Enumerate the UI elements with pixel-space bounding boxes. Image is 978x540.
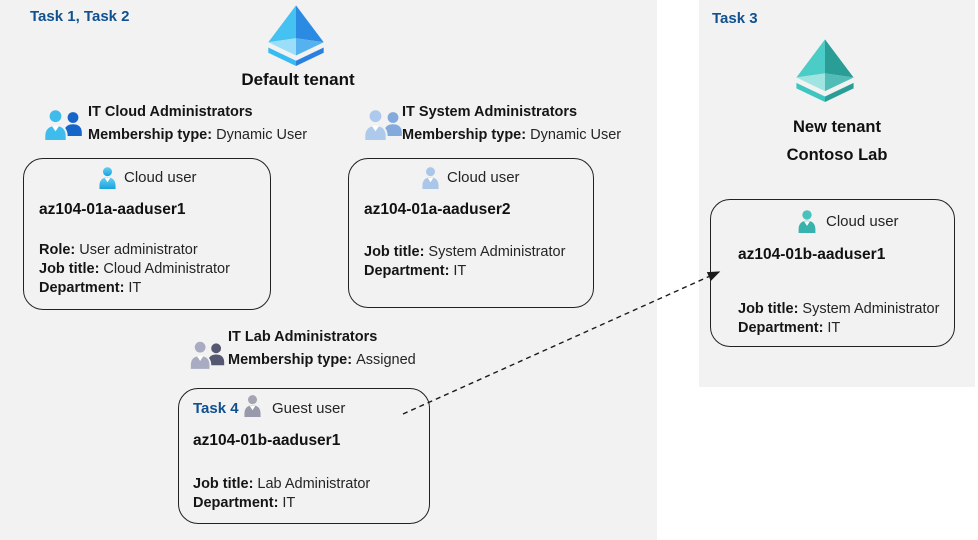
- user-dept-line: Department:IT: [39, 279, 230, 298]
- azure-ad-pyramid-icon: [260, 4, 332, 66]
- cloud-user-icon: [419, 165, 442, 191]
- role-label: Role:: [39, 242, 76, 258]
- membership-type-label: Membership type:: [88, 127, 213, 143]
- user-name: az104-01a-aaduser2: [364, 201, 511, 218]
- job-title-label: Job title:: [39, 261, 100, 277]
- membership-type-value: Dynamic User: [216, 127, 308, 143]
- job-title-value: System Administrator: [428, 244, 566, 260]
- membership-type-label: Membership type:: [228, 352, 353, 368]
- user-dept-line: Department:IT: [193, 494, 370, 513]
- membership-type-label: Membership type:: [402, 127, 527, 143]
- department-label: Department:: [39, 280, 125, 296]
- user-job-line: Job title:System Administrator: [738, 300, 939, 319]
- membership-type-value: Dynamic User: [530, 127, 622, 143]
- user-dept-line: Department:IT: [738, 319, 939, 338]
- user-job-line: Job title:System Administrator: [364, 243, 565, 262]
- group-system-admins-title: IT System Administrators: [402, 104, 578, 120]
- group-cloud-admins-title: IT Cloud Administrators: [88, 104, 253, 120]
- user-type-label: Cloud user: [447, 169, 520, 186]
- default-tenant-panel: [0, 0, 657, 540]
- user-type-label: Cloud user: [124, 169, 197, 186]
- cloud-user-icon: [96, 165, 119, 191]
- task-4-label: Task 4: [193, 400, 239, 417]
- azure-ad-pyramid-icon-teal: [789, 38, 861, 102]
- user-card-aaduser2: Cloud user az104-01a-aaduser2 Job title:…: [348, 158, 594, 308]
- user-job-line: Job title:Cloud Administrator: [39, 260, 230, 279]
- membership-type-value: Assigned: [356, 352, 416, 368]
- task-1-2-label: Task 1, Task 2: [30, 8, 130, 25]
- department-value: IT: [282, 495, 296, 511]
- guest-user-icon: [241, 393, 264, 419]
- job-title-value: System Administrator: [802, 301, 940, 317]
- job-title-label: Job title:: [738, 301, 799, 317]
- user-dept-line: Department:IT: [364, 262, 565, 281]
- user-job-line: Job title:Lab Administrator: [193, 475, 370, 494]
- new-tenant-title-line2: Contoso Lab: [786, 146, 888, 164]
- job-title-label: Job title:: [193, 476, 254, 492]
- department-value: IT: [453, 263, 467, 279]
- group-cloud-admins-icon: [40, 106, 86, 148]
- user-card-aaduser1: Cloud user az104-01a-aaduser1 Role:User …: [23, 158, 271, 310]
- department-value: IT: [827, 320, 841, 336]
- user-type-label: Cloud user: [826, 213, 899, 230]
- user-name: az104-01b-aaduser1: [738, 246, 886, 263]
- department-value: IT: [128, 280, 142, 296]
- department-label: Department:: [193, 495, 279, 511]
- group-system-admins-icon: [360, 106, 406, 148]
- group-system-admins-membership: Membership type:Dynamic User: [402, 127, 621, 143]
- user-name: az104-01a-aaduser1: [39, 201, 186, 218]
- user-name: az104-01b-aaduser1: [193, 432, 341, 449]
- guest-user-card: Task 4 Guest user az104-01b-aaduser1 Job…: [178, 388, 430, 524]
- group-cloud-admins-membership: Membership type:Dynamic User: [88, 127, 307, 143]
- department-label: Department:: [738, 320, 824, 336]
- department-label: Department:: [364, 263, 450, 279]
- user-role-line: Role:User administrator: [39, 241, 230, 260]
- new-tenant-user-card: Cloud user az104-01b-aaduser1 Job title:…: [710, 199, 955, 347]
- role-value: User administrator: [79, 242, 198, 258]
- task-3-label: Task 3: [712, 10, 758, 27]
- default-tenant-title: Default tenant: [241, 70, 355, 89]
- group-lab-admins-membership: Membership type:Assigned: [228, 352, 416, 368]
- user-type-label: Guest user: [272, 400, 346, 417]
- job-title-value: Lab Administrator: [257, 476, 371, 492]
- job-title-label: Job title:: [364, 244, 425, 260]
- job-title-value: Cloud Administrator: [103, 261, 230, 277]
- group-lab-admins-icon: [186, 338, 228, 376]
- group-lab-admins-title: IT Lab Administrators: [228, 329, 378, 345]
- cloud-user-icon: [795, 208, 819, 235]
- new-tenant-title-line1: New tenant: [792, 118, 881, 136]
